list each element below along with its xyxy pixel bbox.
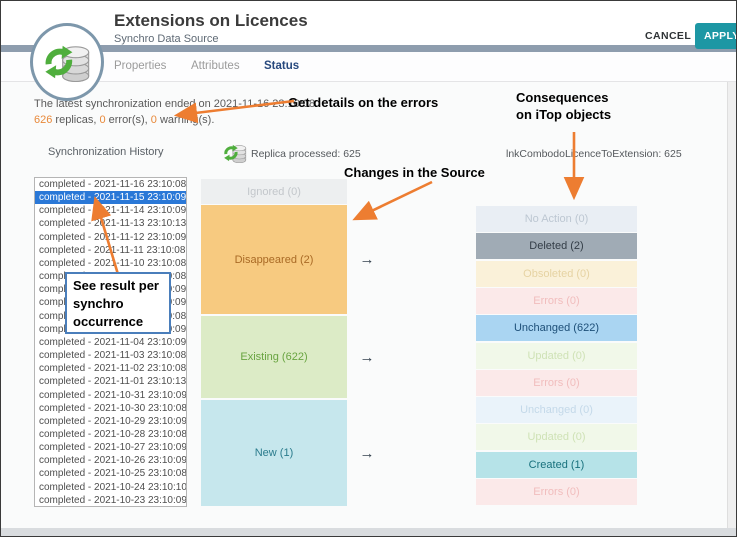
- warnings-label: warning(s).: [156, 114, 215, 126]
- history-item[interactable]: completed - 2021-10-24 23:10:10: [39, 481, 187, 493]
- history-item[interactable]: completed - 2021-10-30 23:10:08: [39, 402, 187, 414]
- target-row: Obsoleted (0): [476, 260, 637, 287]
- sync-summary: The latest synchronization ended on 2021…: [34, 96, 318, 128]
- errors-label: error(s),: [105, 114, 151, 126]
- history-item[interactable]: completed - 2021-10-27 23:10:09: [39, 442, 187, 454]
- target-row: Unchanged (622): [476, 315, 637, 342]
- source-block: Existing (622): [201, 316, 347, 398]
- sync-datasource-icon: [30, 23, 104, 101]
- annotation-consequences-line2: on iTop objects: [516, 107, 612, 122]
- flow-arrow-icon: →: [359, 251, 375, 268]
- target-row: Created (1): [476, 451, 637, 478]
- annotation-see-result-box: See result per synchro occurrence: [65, 272, 171, 334]
- history-item[interactable]: completed - 2021-11-13 23:10:13: [39, 218, 187, 230]
- flow-arrow-icon: →: [359, 349, 375, 366]
- cancel-button[interactable]: CANCEL: [639, 29, 697, 43]
- history-title: Synchronization History: [48, 146, 164, 158]
- annotation-see-result-line2: synchro: [73, 296, 124, 311]
- history-item[interactable]: completed - 2021-11-14 23:10:09: [39, 205, 187, 217]
- errors-count-link[interactable]: 0: [99, 114, 106, 126]
- annotation-consequences: Consequences on iTop objects: [516, 89, 611, 123]
- target-row: Errors (0): [476, 479, 637, 505]
- history-item[interactable]: completed - 2021-11-01 23:10:13: [39, 376, 187, 388]
- database-sync-icon: [45, 45, 90, 83]
- header-divider-bar: [1, 45, 736, 52]
- history-item[interactable]: completed - 2021-10-28 23:10:08: [39, 428, 187, 440]
- target-row: Errors (0): [476, 369, 637, 396]
- annotation-get-details: Get details on the errors: [288, 95, 439, 110]
- page-subtitle: Synchro Data Source: [114, 33, 219, 45]
- annotation-see-result-line1: See result per: [73, 278, 159, 293]
- target-row: Unchanged (0): [476, 397, 637, 424]
- history-item[interactable]: completed - 2021-11-15 23:10:09: [35, 191, 186, 205]
- target-row: No Action (0): [476, 206, 637, 232]
- annotation-see-result-line3: occurrence: [73, 314, 144, 329]
- target-row: Updated (0): [476, 342, 637, 369]
- bottom-scrollbar-track[interactable]: [1, 528, 736, 536]
- history-item[interactable]: completed - 2021-10-23 23:10:09: [39, 494, 187, 506]
- history-item[interactable]: completed - 2021-10-26 23:10:09: [39, 455, 187, 467]
- source-block: Disappeared (2): [201, 205, 347, 314]
- target-row: Deleted (2): [476, 233, 637, 260]
- tab-status[interactable]: Status: [264, 60, 300, 72]
- page-title: Extensions on Licences: [114, 11, 308, 30]
- target-class-label: lnkCombodoLicenceToExtension: 625: [506, 148, 682, 160]
- history-item[interactable]: completed - 2021-11-04 23:10:09: [39, 336, 187, 348]
- target-row: Updated (0): [476, 424, 637, 451]
- annotation-consequences-line1: Consequences: [516, 90, 609, 105]
- flow-arrow-icon: →: [359, 445, 375, 462]
- replica-processed-label: Replica processed: 625: [251, 148, 361, 160]
- summary-period: .: [315, 98, 319, 110]
- history-item[interactable]: completed - 2021-10-29 23:10:09: [39, 415, 187, 427]
- tab-properties[interactable]: Properties: [114, 60, 167, 72]
- tab-attributes[interactable]: Attributes: [191, 60, 240, 72]
- source-block: Ignored (0): [201, 179, 347, 204]
- annotation-changes-in-source: Changes in the Source: [344, 165, 485, 180]
- source-block: New (1): [201, 400, 347, 506]
- vertical-scrollbar[interactable]: [727, 82, 736, 528]
- replicas-label: replicas,: [52, 114, 100, 126]
- replicas-count-link[interactable]: 626: [34, 114, 53, 126]
- replica-sync-icon: [222, 140, 248, 171]
- history-item[interactable]: completed - 2021-11-03 23:10:08: [39, 350, 187, 362]
- history-item[interactable]: completed - 2021-11-12 23:10:09: [39, 231, 187, 243]
- target-row: Errors (0): [476, 287, 637, 314]
- warnings-count-link[interactable]: 0: [150, 114, 157, 126]
- apply-button[interactable]: APPLY: [695, 23, 736, 49]
- history-item[interactable]: completed - 2021-11-02 23:10:08: [39, 363, 187, 375]
- history-item[interactable]: completed - 2021-11-10 23:10:08: [39, 257, 187, 269]
- history-item[interactable]: completed - 2021-10-31 23:10:09: [39, 389, 187, 401]
- history-item[interactable]: completed - 2021-11-11 23:10:08: [39, 244, 186, 256]
- history-item[interactable]: completed - 2021-11-16 23:10:08: [39, 179, 187, 190]
- history-item[interactable]: completed - 2021-10-25 23:10:08: [39, 468, 187, 480]
- summary-prefix: The latest synchronization ended on: [34, 98, 214, 110]
- tab-bar: Properties Attributes Status: [1, 52, 736, 82]
